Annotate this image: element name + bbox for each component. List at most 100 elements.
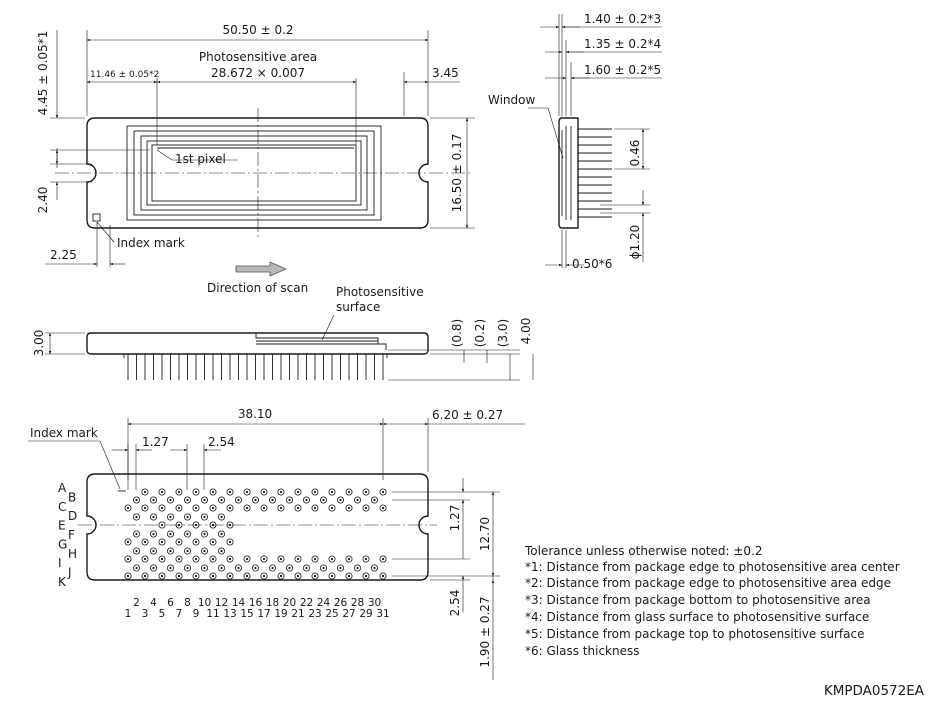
column-number-even: 16 <box>249 597 263 609</box>
pin-pad <box>336 564 344 572</box>
pin-pad <box>183 564 191 572</box>
row-letter: A <box>58 481 67 495</box>
front-view-pins <box>123 354 388 380</box>
glass-dim: 0.50*6 <box>572 257 612 271</box>
pin-pad <box>141 572 149 580</box>
note-4: *4: Distance from glass surface to photo… <box>525 610 869 624</box>
front-view-window-step <box>255 333 387 350</box>
surface-label-2: surface <box>336 300 380 314</box>
photosensitive-area-dim: 28.672 × 0.007 <box>211 66 305 80</box>
pin-pad <box>379 504 387 512</box>
pin-pad <box>260 555 268 563</box>
pin-pad <box>226 555 234 563</box>
pin-pad <box>124 572 132 580</box>
pin-pad <box>183 530 191 538</box>
pin-pad <box>243 504 251 512</box>
pin-pad <box>353 564 361 572</box>
column-number-even: 22 <box>300 597 313 609</box>
pin-pad <box>124 504 132 512</box>
pin-pad <box>149 496 157 504</box>
pin-pad <box>175 488 183 496</box>
pin-pad <box>294 555 302 563</box>
pin-pad <box>132 496 140 504</box>
pin-pad <box>370 564 378 572</box>
notes: Tolerance unless otherwise noted: ±0.2 *… <box>524 544 900 658</box>
bottom-edge-dim: 1.90 ± 0.27 <box>478 596 492 667</box>
front-dim-c: (3.0) <box>496 319 510 347</box>
pin-pad <box>192 504 200 512</box>
pin-pad <box>362 555 370 563</box>
front-view-package <box>86 332 429 355</box>
column-number-odd: 13 <box>223 608 236 620</box>
column-number-odd: 5 <box>159 608 166 620</box>
pin-pad <box>192 555 200 563</box>
note-1: *1: Distance from package edge to photos… <box>525 560 900 574</box>
pin-pad <box>277 572 285 580</box>
pitch-2-dim: 2.54 <box>208 435 235 449</box>
pin-pad <box>209 488 217 496</box>
height-dim-label: 16.50 ± 0.17 <box>450 134 464 213</box>
bottom-view: Index mark 38.10 6.20 ± 0.27 1.27 2.54 1… <box>28 407 525 680</box>
pin-pad <box>141 488 149 496</box>
pin-pad <box>319 564 327 572</box>
pin-pad <box>226 572 234 580</box>
pin-pad <box>243 572 251 580</box>
pin-pad <box>141 555 149 563</box>
pin-pad <box>192 538 200 546</box>
pin-pad <box>311 555 319 563</box>
pin-pad <box>345 572 353 580</box>
pin-pad <box>149 564 157 572</box>
pin-pad <box>345 504 353 512</box>
pin-pad <box>166 564 174 572</box>
photosensitive-area-label: Photosensitive area <box>199 50 317 64</box>
pin-pad <box>234 564 242 572</box>
pin-pad <box>175 521 183 529</box>
pin-pad <box>158 555 166 563</box>
column-number-even: 6 <box>167 597 174 609</box>
row-letter: H <box>68 547 77 561</box>
pin-pad <box>311 488 319 496</box>
pin-grid <box>124 488 387 580</box>
column-number-even: 30 <box>368 597 381 609</box>
row-letter: K <box>58 575 67 589</box>
pin-pad <box>370 496 378 504</box>
pin-pad <box>175 538 183 546</box>
pin-pitch-dim: 0.46 <box>628 140 642 167</box>
column-number-even: 28 <box>351 597 364 609</box>
pin-pad <box>379 555 387 563</box>
pin-pad <box>132 530 140 538</box>
pin-pad <box>336 496 344 504</box>
column-number-even: 14 <box>232 597 246 609</box>
pin-pad <box>132 547 140 555</box>
pin-pad <box>217 530 225 538</box>
pin-pad <box>328 572 336 580</box>
index-mark-square <box>92 213 101 222</box>
column-number-odd: 9 <box>193 608 200 620</box>
pin-pad <box>379 488 387 496</box>
note-0: Tolerance unless otherwise noted: ±0.2 <box>524 544 763 558</box>
row-letter: G <box>58 537 67 551</box>
pin-pad <box>302 564 310 572</box>
slot-dim-label: 2.40 <box>36 187 50 214</box>
pin-pad <box>294 488 302 496</box>
pin-pad <box>277 555 285 563</box>
pin-pad <box>192 488 200 496</box>
pin-pad <box>277 504 285 512</box>
pin-pad <box>158 521 166 529</box>
column-number-even: 18 <box>266 597 279 609</box>
pin-pad <box>200 530 208 538</box>
row-letter: D <box>68 509 77 523</box>
side-dim-3: 1.60 ± 0.2*5 <box>584 63 661 77</box>
height-top-dim-label: 4.45 ± 0.05*1 <box>36 31 50 116</box>
pin-pad <box>149 547 157 555</box>
pin-pad <box>226 521 234 529</box>
pin-dia-dim: ϕ1.20 <box>628 225 642 260</box>
pin-pad <box>260 488 268 496</box>
pin-pad <box>345 488 353 496</box>
pitch-1-dim: 1.27 <box>142 435 169 449</box>
pin-pad <box>268 564 276 572</box>
pin-pad <box>353 496 361 504</box>
pin-pad <box>209 555 217 563</box>
